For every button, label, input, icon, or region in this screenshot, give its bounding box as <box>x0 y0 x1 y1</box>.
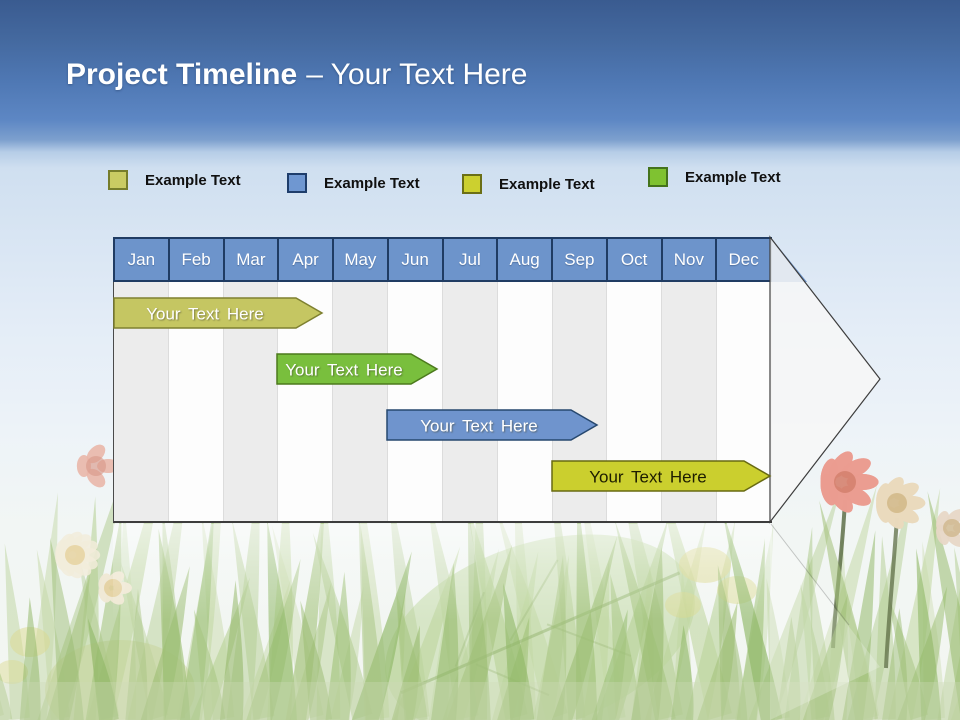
ground-tint <box>0 682 960 720</box>
white-daisy <box>55 531 101 579</box>
cream-gerbera <box>876 477 926 529</box>
title-bold-text: Project Timeline <box>66 58 298 91</box>
legend-item-3[interactable]: Example Text <box>462 173 595 195</box>
timeline-bar[interactable] <box>113 297 324 329</box>
table-reflection <box>113 524 772 620</box>
title-rest-text: – Your Text Here <box>306 58 528 91</box>
timeline-bar[interactable] <box>551 460 772 492</box>
flower-stem <box>884 517 899 669</box>
big-arrow-reflection <box>770 524 880 720</box>
legend-label: Example Text <box>145 171 241 189</box>
month-cell: Mar <box>225 239 280 280</box>
pink-flower-fragment <box>76 444 120 488</box>
pink-gerbera <box>820 451 879 513</box>
legend-item-4[interactable]: Example Text <box>648 166 781 188</box>
arrow-reflection-edge <box>770 523 850 626</box>
legend-swatch-blue <box>287 173 307 193</box>
month-cell: Nov <box>663 239 718 280</box>
timeline-bar[interactable] <box>276 353 439 385</box>
table-column <box>333 282 389 521</box>
legend-item-2[interactable]: Example Text <box>287 172 420 194</box>
timeline-bar-label: Your Text Here <box>146 305 264 324</box>
month-cell: Aug <box>498 239 553 280</box>
table-column <box>497 282 553 521</box>
edge-flower <box>936 509 960 547</box>
timeline-bar-label: Your Text Here <box>420 417 538 436</box>
month-cell: Sep <box>553 239 608 280</box>
legend-label: Example Text <box>324 174 420 192</box>
slide-title[interactable]: Project Timeline– Your Text Here <box>66 58 527 92</box>
month-cell: Apr <box>279 239 334 280</box>
timeline-bar-label: Your Text Here <box>589 468 707 487</box>
timeline-bar[interactable] <box>386 409 599 441</box>
legend-item-1[interactable]: Example Text <box>108 169 241 191</box>
legend-label: Example Text <box>685 168 781 186</box>
legend-swatch-olive <box>108 170 128 190</box>
legend-swatch-yellow <box>462 174 482 194</box>
timeline-grid <box>113 282 772 523</box>
month-cell: Feb <box>170 239 225 280</box>
month-cell: May <box>334 239 389 280</box>
month-cell: Oct <box>608 239 663 280</box>
table-column <box>442 282 498 521</box>
month-cell: Jan <box>115 239 170 280</box>
timeline-bar-label: Your Text Here <box>285 361 403 380</box>
legend-label: Example Text <box>499 175 595 193</box>
timeline-table: Jan Feb Mar Apr May Jun Jul Aug Sep Oct … <box>113 237 772 523</box>
legend-swatch-green <box>648 167 668 187</box>
table-column <box>388 282 443 521</box>
month-cell: Jun <box>389 239 444 280</box>
big-arrow[interactable] <box>769 235 881 524</box>
month-cell: Jul <box>444 239 499 280</box>
